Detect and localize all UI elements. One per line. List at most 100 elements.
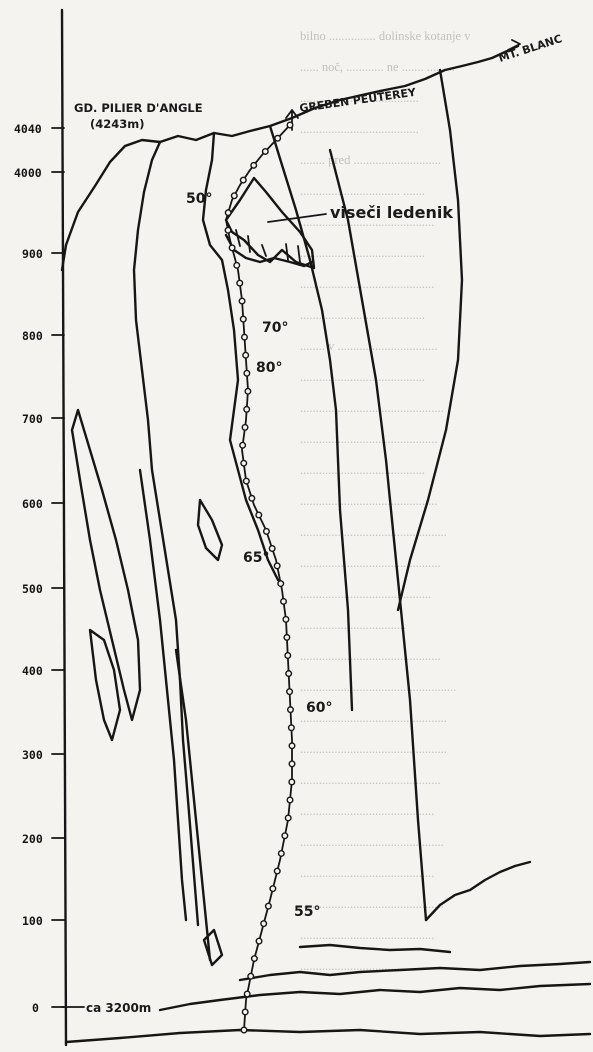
route-marker [242, 1009, 248, 1015]
background-text-line: ........................................… [300, 773, 441, 787]
tick-label: 300 [22, 748, 43, 762]
route-marker [279, 851, 285, 857]
background-text-line: .................................. [300, 618, 406, 632]
pillar-label: GD. PILIER D'ANGLE [74, 101, 203, 115]
background-text-line: ........................................… [300, 742, 447, 756]
background-text-line: ........................................… [300, 525, 447, 539]
route-marker [241, 460, 247, 466]
route-marker [248, 973, 254, 979]
route-marker [240, 177, 246, 183]
height-axis [62, 10, 66, 1045]
route-marker [229, 245, 235, 251]
background-text: bilno ............... dolinske kotanje v… [300, 29, 471, 973]
background-text-line: ........................................… [300, 928, 434, 942]
blanc-label: MT. BLANC [497, 32, 564, 65]
ridge-line [62, 46, 518, 270]
background-text-line: ........................................… [300, 494, 438, 508]
route-marker [237, 280, 243, 286]
route-marker [266, 903, 272, 909]
route-marker [285, 815, 291, 821]
route-marker [234, 263, 240, 269]
route-marker [242, 425, 248, 431]
route-marker [281, 599, 287, 605]
greben-label: GREBEN PEUTEREY [299, 86, 418, 115]
route-marker [270, 886, 276, 892]
route-marker [244, 478, 250, 484]
background-text-line: bilno ............... dolinske kotanje v [300, 29, 471, 43]
angle-80-label: 80° [256, 360, 282, 376]
route-marker [231, 193, 237, 199]
tick-label: 900 [22, 247, 43, 261]
route-marker [283, 617, 289, 623]
route-marker [287, 122, 293, 128]
tick-label: 800 [22, 329, 43, 343]
background-text-line: ........................................… [300, 556, 441, 570]
route-marker [256, 938, 262, 944]
route-marker [263, 149, 269, 155]
angle-60-label: 60° [306, 700, 332, 716]
glacier-base [66, 1030, 590, 1042]
route-marker [244, 991, 250, 997]
lower-right-rib [426, 862, 530, 920]
background-text-line: ........................................… [300, 277, 434, 291]
background-text-line: ........................................… [300, 649, 441, 663]
route-marker [274, 563, 280, 569]
left-spur-b [90, 630, 120, 740]
background-text-line: ................................ ....... [300, 184, 425, 198]
route-marker [289, 779, 295, 785]
route-marker [274, 868, 280, 874]
route-marker [249, 496, 255, 502]
background-text-line: ........................................ [300, 308, 425, 322]
angle-65-label: 65° [243, 550, 269, 566]
route-marker [287, 689, 293, 695]
route-marker [243, 352, 249, 358]
route-marker [286, 671, 292, 677]
route-marker [225, 210, 231, 216]
route-marker [241, 1027, 247, 1033]
tick-label: 4040 [14, 122, 42, 136]
angle-50-label: 50° [186, 191, 212, 207]
tick-label: 600 [22, 497, 43, 511]
background-text-line: ........................................ [300, 463, 425, 477]
route-marker [251, 163, 257, 169]
route-marker [240, 316, 246, 322]
route-marker [289, 725, 295, 731]
route-marker [239, 298, 245, 304]
route-marker [240, 442, 246, 448]
background-text-line: ........................................… [300, 401, 444, 415]
route-marker [244, 407, 250, 413]
background-text-line: ........................................ [300, 246, 425, 260]
route-marker [244, 370, 250, 376]
background-text-line: ........................................… [300, 804, 434, 818]
route-marker [282, 833, 288, 839]
route-marker [261, 921, 267, 927]
route-marker [288, 707, 294, 713]
tick-label: 500 [22, 582, 43, 596]
route-marker [264, 529, 270, 535]
background-text-line: ........................................… [300, 866, 434, 880]
tick-label: 4000 [14, 166, 42, 180]
tick-label: 700 [22, 412, 43, 426]
route-marker [289, 743, 295, 749]
base-band-c [160, 984, 590, 1010]
route-marker [278, 581, 284, 587]
tick-label: 400 [22, 664, 43, 678]
route-marker [275, 135, 281, 141]
face-outline-left [134, 142, 198, 925]
route-marker [287, 797, 293, 803]
base-band-a [300, 945, 450, 952]
tick-label: 100 [22, 914, 43, 928]
route-marker [289, 761, 295, 767]
route-marker [242, 334, 248, 340]
background-text-line: ........................................… [300, 680, 456, 694]
background-text-line: ........................................… [300, 587, 431, 601]
route-marker [225, 227, 231, 233]
angle-70-label: 70° [262, 320, 288, 336]
background-text-line: ........................................… [300, 432, 438, 446]
angle-55-label: 55° [294, 904, 320, 920]
route-marker [245, 389, 251, 395]
background-text-line: ........................................… [300, 835, 444, 849]
base-label: ca 3200m [86, 1001, 151, 1015]
background-text-line: ........................................… [300, 897, 444, 911]
